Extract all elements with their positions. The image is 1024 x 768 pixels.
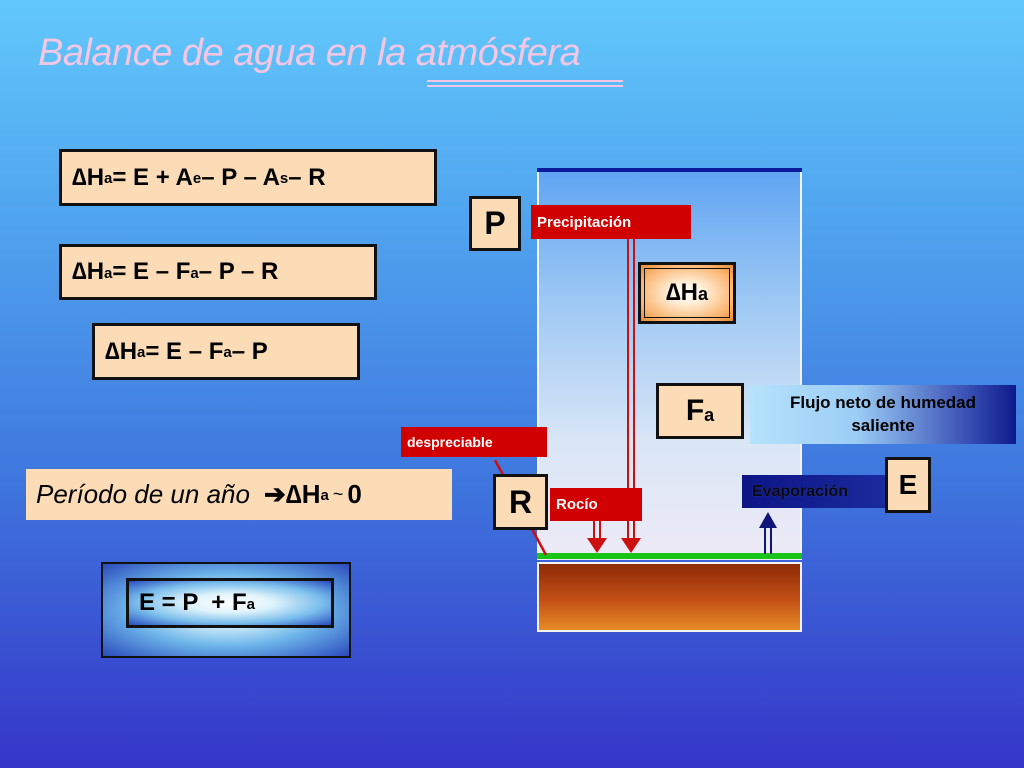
eq-sub: a <box>104 264 113 282</box>
eq-h: H <box>86 258 105 285</box>
eq-h: H <box>680 279 698 306</box>
eq-text: – P <box>231 337 268 365</box>
evaporation-arrow <box>759 512 777 554</box>
eq-sub: a <box>223 344 232 361</box>
delta-symbol: ∆ <box>665 279 681 306</box>
page-title: Balance de agua en la atmósfera <box>38 32 581 74</box>
dew-label: Rocío <box>550 488 642 521</box>
eq-sub: s <box>279 170 289 187</box>
flujo-line-1: Flujo neto de humedad <box>789 392 977 412</box>
fa-f: F <box>685 394 705 427</box>
delta-symbol: ∆ <box>105 337 120 365</box>
eq-sub: a <box>246 595 255 613</box>
precipitation-label: Precipitación <box>531 205 691 239</box>
atmosphere-top-line <box>537 168 802 172</box>
eq-text: – P – R <box>198 258 279 285</box>
r-box: R <box>493 474 548 530</box>
eq-h: H <box>86 163 105 191</box>
dew-arrow <box>587 516 607 553</box>
eq-text: = E + A <box>112 163 193 191</box>
delta-symbol: ∆ <box>72 163 87 191</box>
eq-text: E = P + F <box>139 589 247 616</box>
evaporation-label: Evaporación <box>742 475 887 508</box>
eq-sub: a <box>137 344 146 361</box>
e-box: E <box>885 457 931 513</box>
approx-symbol: ~ <box>332 484 344 504</box>
fa-sub: a <box>704 404 715 425</box>
eq-sub: a <box>104 170 113 187</box>
period-label: Período de un año <box>36 479 250 509</box>
negligible-label: despreciable <box>401 427 547 457</box>
eq-sub: a <box>190 264 199 282</box>
delta-symbol: ∆ <box>285 479 302 509</box>
p-box: P <box>469 196 521 251</box>
eq-sub: a <box>320 487 329 504</box>
title-underline <box>427 80 623 82</box>
zero-value: 0 <box>347 479 362 509</box>
eq-text: – R <box>288 163 326 191</box>
eq-sub: a <box>698 283 709 304</box>
delta-symbol: ∆ <box>72 258 87 285</box>
eq-text: = E – F <box>145 337 224 365</box>
ground-surface-line <box>537 553 802 559</box>
net-moisture-flux-label: Flujo neto de humedad saliente <box>750 385 1016 444</box>
flujo-line-2: saliente <box>851 415 915 435</box>
eq-h: H <box>301 479 321 509</box>
eq-sub: e <box>192 170 202 187</box>
soil-layer <box>537 562 802 632</box>
arrow-right-icon: ➔ <box>263 479 286 509</box>
eq-text: – P – A <box>201 163 280 191</box>
eq-text: = E – F <box>112 258 191 285</box>
eq-h: H <box>119 337 138 365</box>
